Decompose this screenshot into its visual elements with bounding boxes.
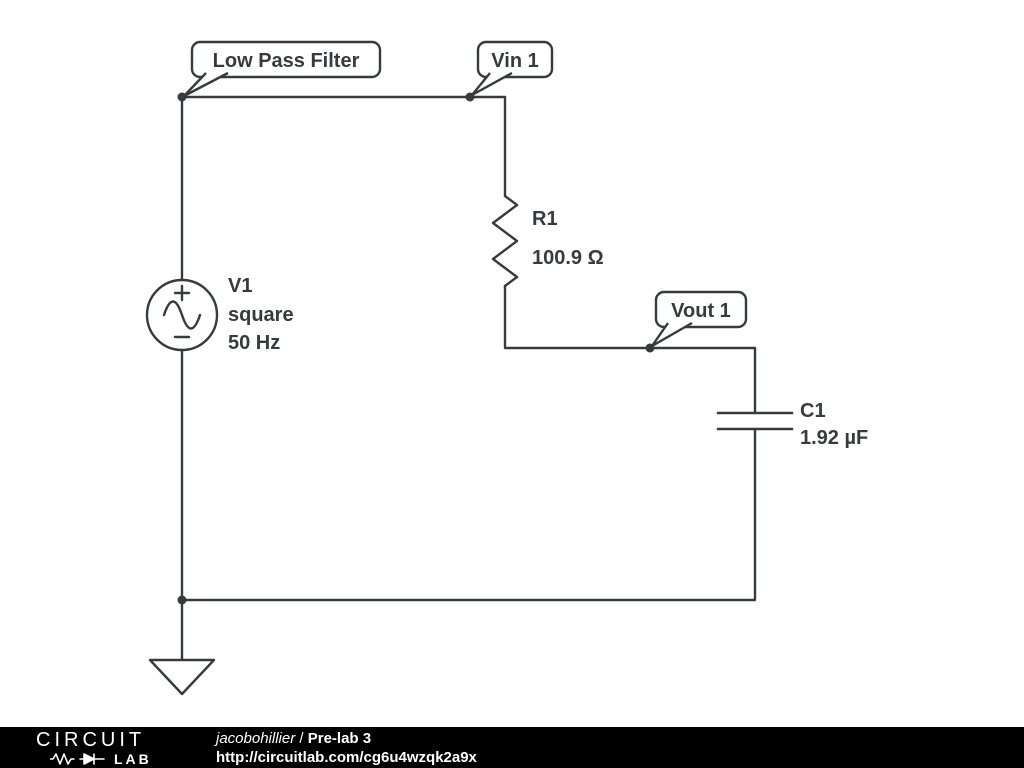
schematic-canvas: Low Pass Filter Vin 1 Vout 1 V1 square 5… — [145, 40, 868, 696]
callout-vout-label: Vout 1 — [671, 300, 731, 322]
capacitor-label-group: C1 1.92 µF — [800, 400, 868, 449]
source-waveform: square — [228, 304, 294, 326]
wire-bottom — [180, 427, 757, 662]
sine-wave-icon — [162, 300, 202, 330]
voltage-source-symbol[interactable] — [145, 278, 219, 352]
resistor-diode-icon — [50, 752, 105, 765]
footer-project-line: jacobohillier / Pre-lab 3 — [216, 729, 477, 748]
ground-icon — [148, 658, 216, 696]
callout-tail — [182, 71, 229, 98]
source-designator: V1 — [228, 275, 252, 297]
capacitor-value: 1.92 µF — [800, 427, 868, 449]
callout-vout[interactable]: Vout 1 — [650, 290, 748, 348]
wire-top — [180, 95, 507, 198]
callout-tail — [650, 321, 693, 348]
node-dot-bottomleft — [177, 595, 187, 605]
resistor-symbol[interactable] — [491, 194, 519, 288]
resistor-value: 100.9 Ω — [532, 247, 604, 269]
callout-low-pass-filter[interactable]: Low Pass Filter — [182, 40, 382, 98]
source-frequency: 50 Hz — [228, 332, 280, 354]
source-circle — [145, 278, 219, 352]
callout-tail — [470, 71, 513, 97]
callout-vin[interactable]: Vin 1 — [470, 40, 554, 97]
footer-url[interactable]: http://circuitlab.com/cg6u4wzqk2a9x — [216, 748, 477, 766]
callout-low-pass-filter-label: Low Pass Filter — [213, 50, 360, 72]
circuitlab-logo: CIRCUIT LAB — [36, 730, 186, 766]
footer-separator: / — [295, 729, 308, 747]
footer-bar: CIRCUIT LAB jacobohillier / Pre-lab 3 ht… — [0, 727, 1024, 768]
source-label-group: V1 square 50 Hz — [228, 275, 294, 354]
capacitor-designator: C1 — [800, 400, 826, 422]
resistor-label-group: R1 100.9 Ω — [532, 208, 604, 269]
footer-project-name: Pre-lab 3 — [307, 729, 372, 747]
footer-author: jacobohillier — [216, 729, 296, 747]
resistor-designator: R1 — [532, 208, 558, 230]
callout-vin-label: Vin 1 — [491, 50, 538, 72]
circuitlab-logo-text: CIRCUIT — [36, 728, 146, 751]
circuitlab-logo-lab: LAB — [114, 750, 152, 767]
footer-attribution: jacobohillier / Pre-lab 3 http://circuit… — [216, 729, 477, 767]
wire-middle — [503, 284, 757, 415]
schematic-svg: Low Pass Filter Vin 1 Vout 1 V1 square 5… — [145, 40, 868, 696]
capacitor-symbol[interactable] — [716, 411, 794, 431]
plus-icon — [173, 284, 191, 302]
